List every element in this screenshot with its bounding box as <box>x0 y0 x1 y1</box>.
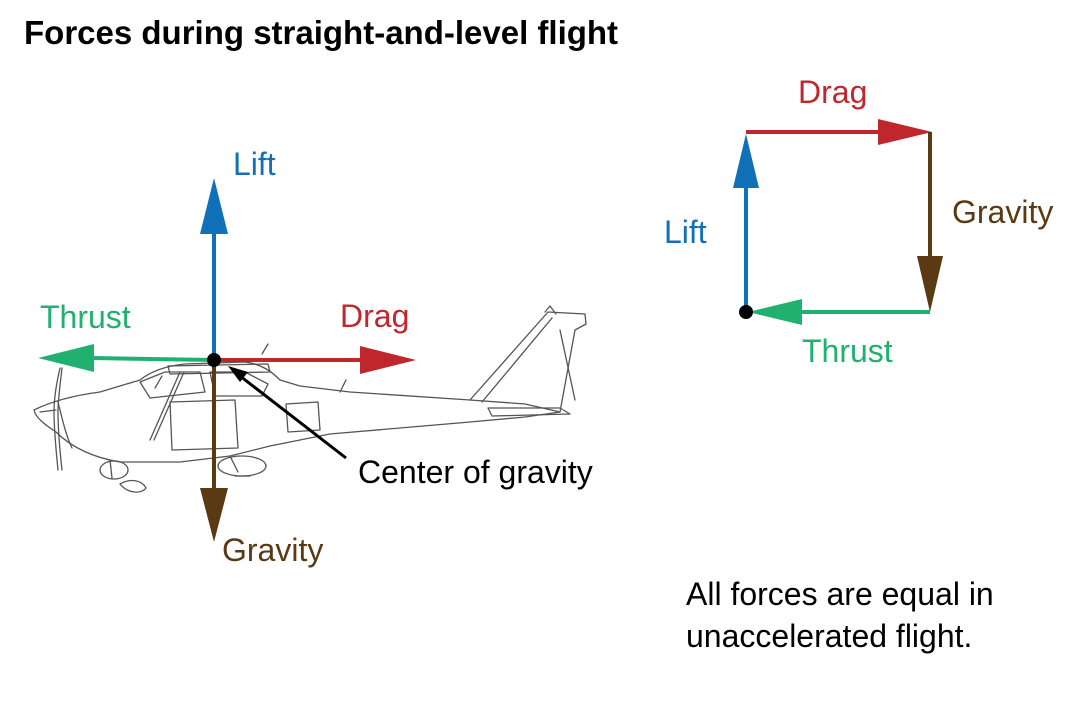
lift-label-left: Lift <box>233 146 276 182</box>
lift-label-right: Lift <box>664 214 707 250</box>
drag-arrow-left <box>214 346 416 374</box>
page-title: Forces during straight-and-level flight <box>24 14 619 51</box>
center-of-gravity-dot <box>207 353 221 367</box>
thrust-label-right: Thrust <box>802 333 893 369</box>
thrust-arrow-left <box>38 344 215 372</box>
gravity-arrow-right <box>917 132 943 312</box>
note-line-2: unaccelerated flight. <box>686 618 973 654</box>
lift-arrow-left <box>200 178 228 360</box>
vector-origin-dot <box>739 305 753 319</box>
thrust-arrow-right <box>748 299 930 325</box>
cg-pointer-arrow <box>228 366 347 460</box>
explanation-note: All forces are equal in unaccelerated fl… <box>686 573 994 657</box>
drag-label-left: Drag <box>340 298 410 334</box>
drag-label-right: Drag <box>798 74 868 110</box>
gravity-label-right: Gravity <box>952 194 1054 230</box>
note-line-1: All forces are equal in <box>686 576 994 612</box>
thrust-label-left: Thrust <box>40 299 131 335</box>
lift-arrow-right <box>733 134 759 312</box>
gravity-label-left: Gravity <box>222 532 324 568</box>
drag-arrow-right <box>746 119 932 145</box>
center-of-gravity-label: Center of gravity <box>358 454 593 490</box>
gravity-arrow-left <box>200 360 228 542</box>
